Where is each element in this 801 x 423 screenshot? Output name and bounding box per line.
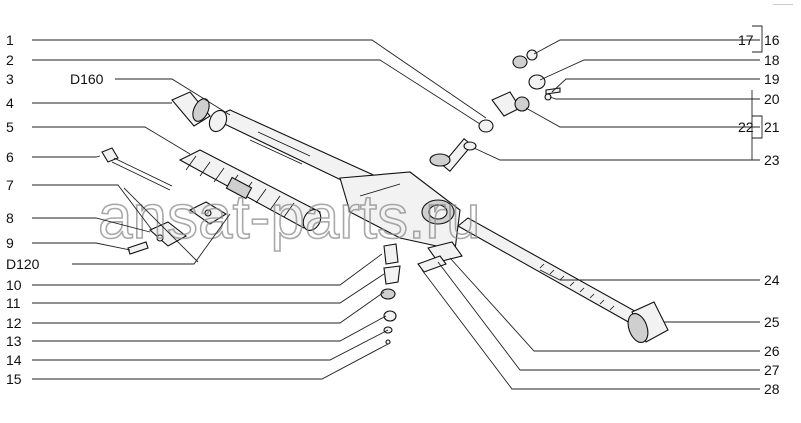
mounting-brackets <box>127 201 228 255</box>
label-3: 3 <box>6 71 14 87</box>
label-6: 6 <box>6 149 14 165</box>
watermark-text: ansat-parts.ru <box>98 183 481 252</box>
label-22: 22 <box>738 119 754 135</box>
corner-mark <box>773 4 793 9</box>
label-19: 19 <box>764 71 780 87</box>
label-21: 21 <box>764 119 780 135</box>
label-28: 28 <box>764 381 780 397</box>
label-26: 26 <box>764 343 780 359</box>
cable-tie <box>101 147 173 191</box>
label-12: 12 <box>6 315 22 331</box>
label-4: 4 <box>6 95 14 111</box>
labels-left: 1 2 3 D160 4 5 6 7 8 9 D120 10 11 12 13 … <box>6 32 104 387</box>
label-d120: D120 <box>6 256 40 272</box>
label-27: 27 <box>764 362 780 378</box>
label-11: 11 <box>6 295 21 311</box>
label-8: 8 <box>6 210 14 226</box>
label-18: 18 <box>764 52 780 68</box>
clamp-and-plate <box>417 241 463 273</box>
label-25: 25 <box>764 314 780 330</box>
bellows-boot <box>178 149 322 231</box>
rack-end-cap <box>627 301 669 343</box>
label-20: 20 <box>764 91 780 107</box>
label-9: 9 <box>6 235 14 251</box>
pressure-pad-stack <box>380 243 401 345</box>
label-2: 2 <box>6 52 14 68</box>
label-7: 7 <box>6 177 14 193</box>
labels-right: 17 16 18 19 20 22 21 23 24 25 26 27 28 <box>738 32 780 397</box>
leader-lines-right <box>421 25 763 390</box>
label-17: 17 <box>738 32 754 48</box>
label-16: 16 <box>764 32 780 48</box>
label-24: 24 <box>764 272 780 288</box>
label-1: 1 <box>6 32 14 48</box>
label-13: 13 <box>6 333 22 349</box>
label-14: 14 <box>6 352 22 368</box>
rack-bar <box>457 217 641 325</box>
label-5: 5 <box>6 119 14 135</box>
label-15: 15 <box>6 371 22 387</box>
leader-lines-left <box>32 39 487 380</box>
label-10: 10 <box>6 277 22 293</box>
upper-right-small-parts <box>491 49 561 117</box>
boot-upper <box>171 91 211 127</box>
label-23: 23 <box>764 152 780 168</box>
pinion-shaft <box>429 137 477 173</box>
o-ring-2 <box>478 119 494 133</box>
label-d160: D160 <box>70 71 104 87</box>
